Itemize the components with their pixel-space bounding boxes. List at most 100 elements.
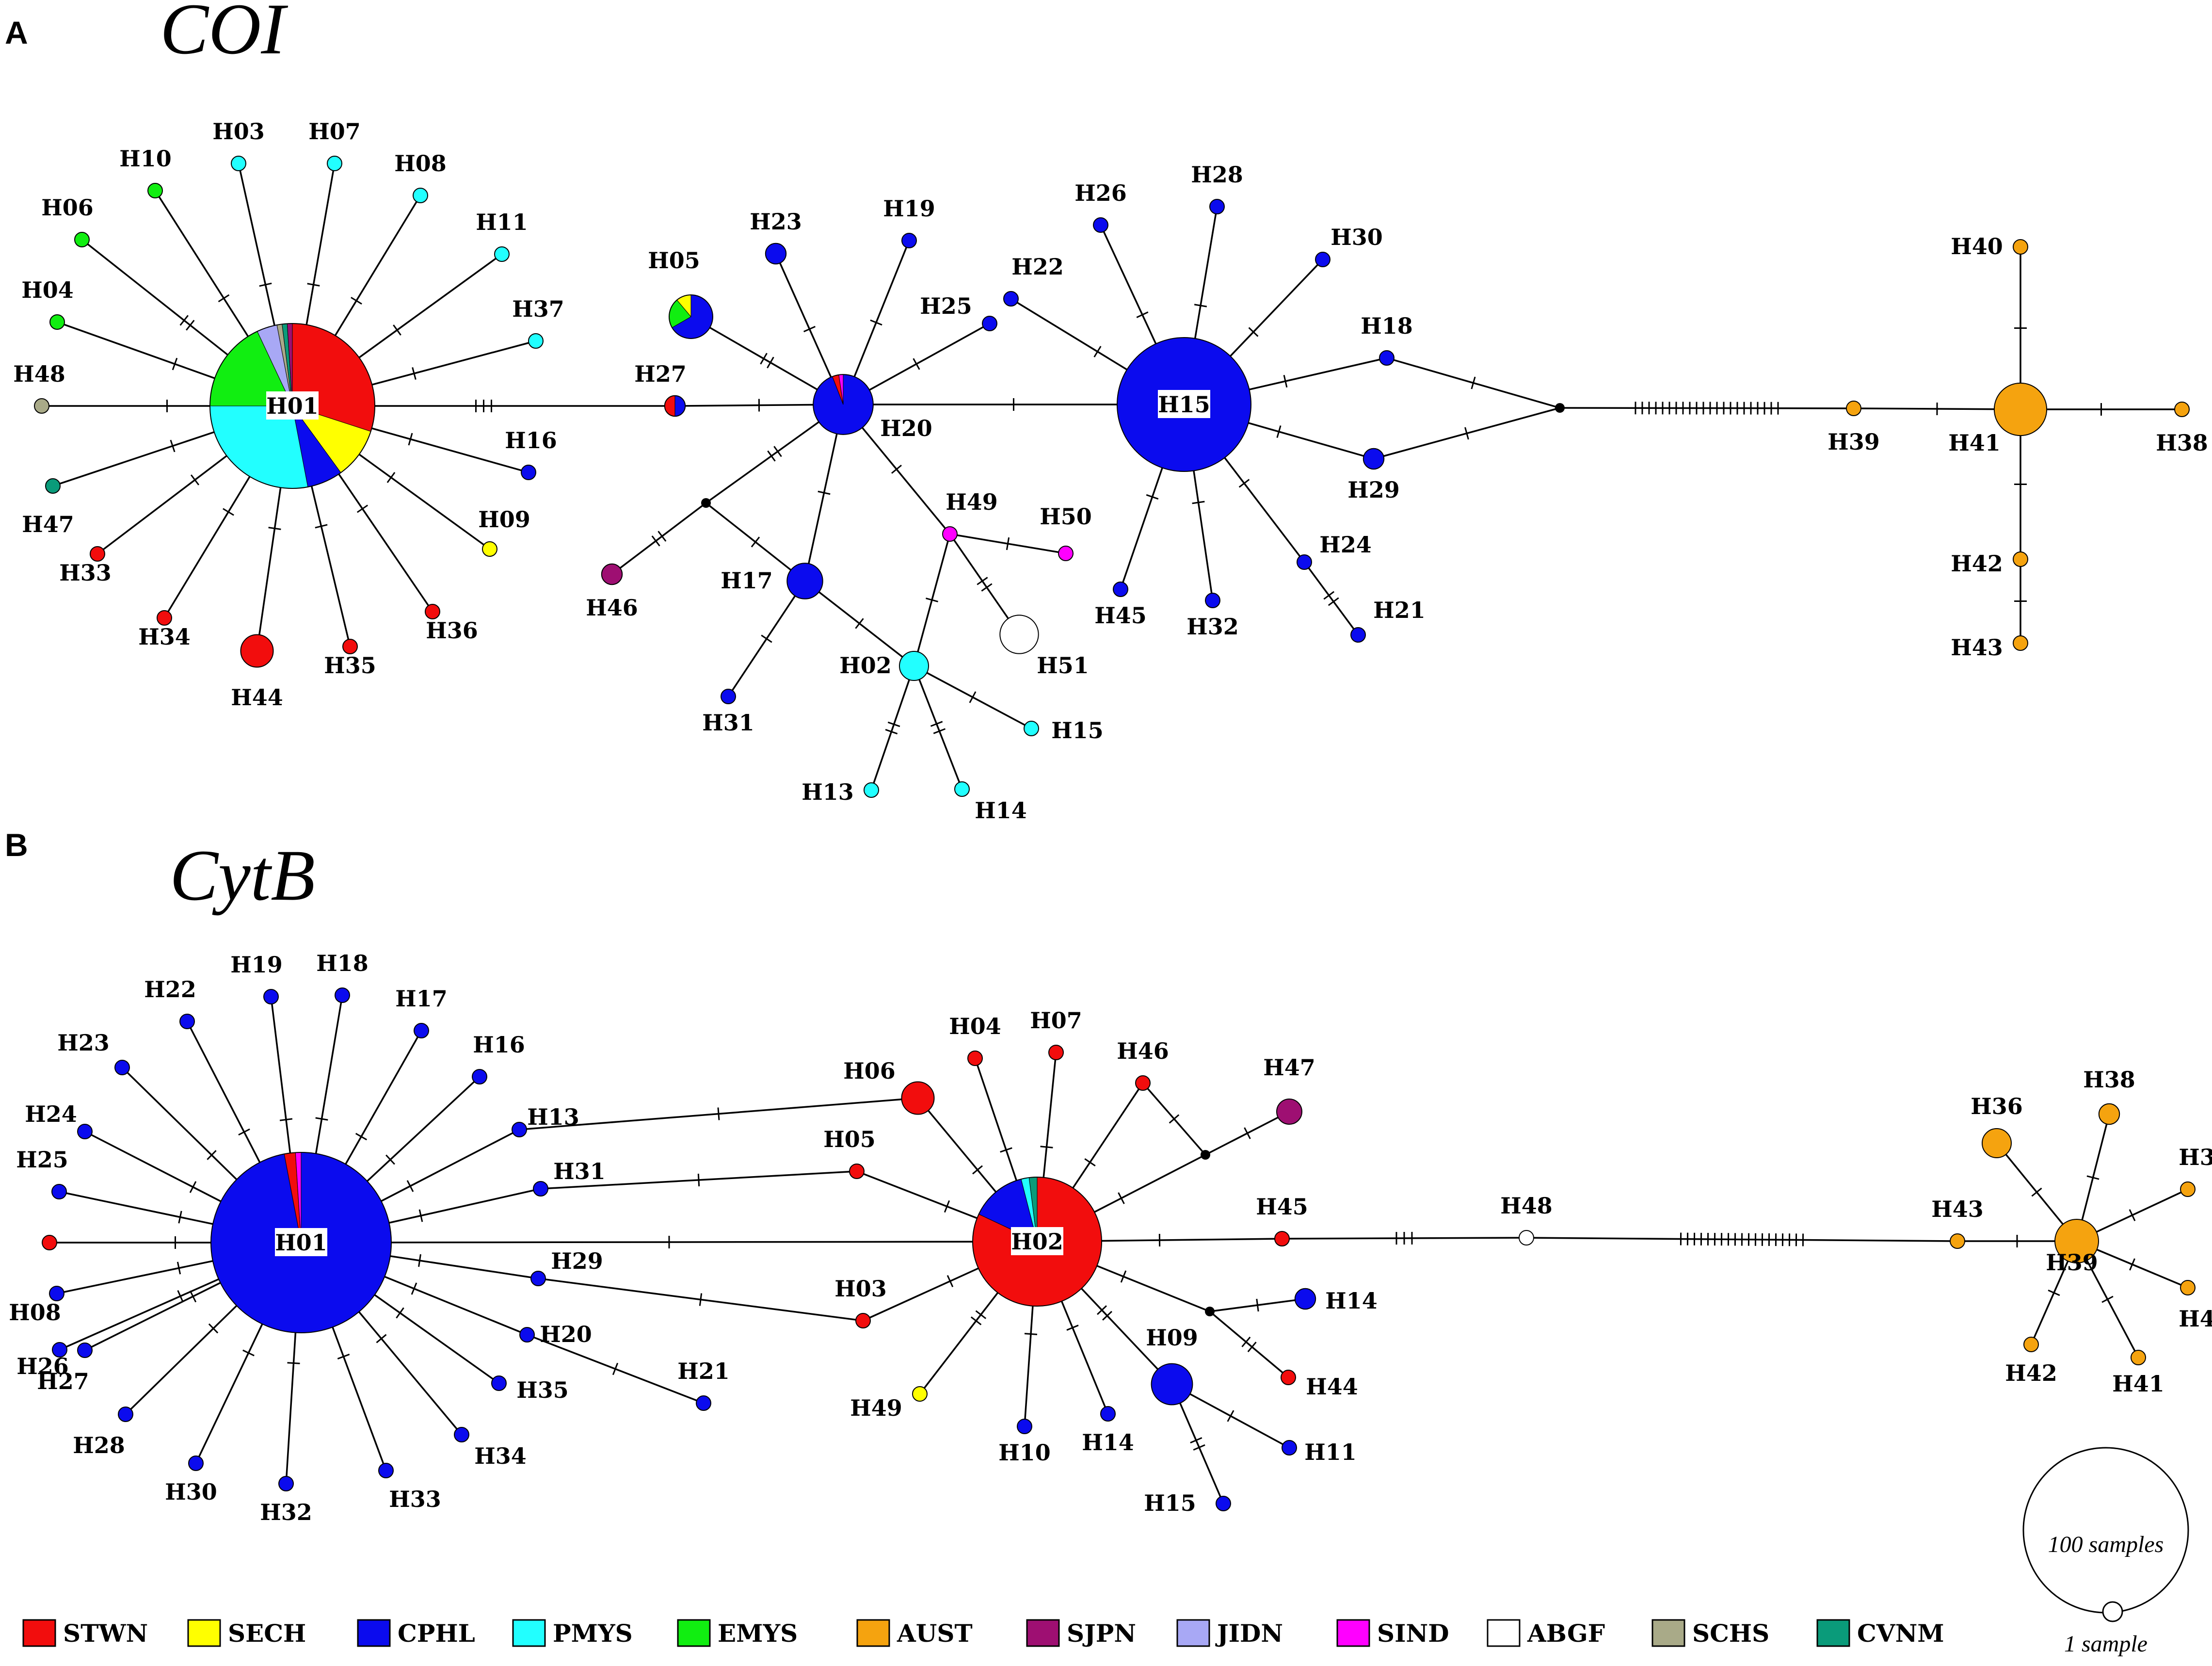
node-label: H06 xyxy=(41,194,93,221)
haplotype-h19 xyxy=(901,233,917,248)
haplotype-h20 xyxy=(519,1327,535,1343)
edge-mA1-H17 xyxy=(705,502,806,582)
node-circle xyxy=(982,316,997,331)
haplotype-h39 xyxy=(1846,401,1861,416)
node-circle xyxy=(1519,1230,1534,1245)
mutation-tick xyxy=(189,1290,197,1303)
node-circle xyxy=(1362,448,1385,470)
legend-swatch xyxy=(187,1619,221,1647)
node-label: H17 xyxy=(721,567,772,594)
node-circle xyxy=(1135,1075,1151,1091)
node-circle xyxy=(114,1060,130,1075)
pie-slice-stwn xyxy=(664,395,675,417)
mutation-tick xyxy=(930,721,943,727)
node-circle xyxy=(118,1407,133,1422)
node-label: H32 xyxy=(1186,614,1238,640)
node-label: H35 xyxy=(516,1377,568,1403)
node-circle xyxy=(1282,1440,1297,1456)
mutation-tick xyxy=(177,1290,184,1302)
mutation-tick xyxy=(1276,425,1282,438)
haplotype-median xyxy=(42,1235,57,1250)
edge-H02-H14 xyxy=(913,665,963,790)
mutation-tick xyxy=(259,282,272,287)
mutation-tick xyxy=(385,1154,395,1165)
legend-item-abgf: ABGF xyxy=(1487,1619,1605,1648)
node-label: H30 xyxy=(1330,224,1382,250)
mutation-tick xyxy=(1248,327,1259,337)
node-circle xyxy=(188,1456,204,1471)
node-circle xyxy=(1982,1128,2012,1158)
mutation-tick xyxy=(1256,1298,1259,1312)
edge-H46-mB1 xyxy=(1142,1082,1206,1156)
legend-label: EMYS xyxy=(718,1619,798,1648)
mutation-tick xyxy=(767,356,774,369)
node-label: H49 xyxy=(946,489,997,515)
node-label: H33 xyxy=(59,560,111,586)
legend-item-sech: SECH xyxy=(187,1619,306,1648)
edge-H02-H15b xyxy=(914,665,1032,729)
mutation-tick xyxy=(1190,1437,1202,1444)
pie-outline xyxy=(669,294,713,339)
mutation-tick xyxy=(223,508,234,516)
node-label: H48 xyxy=(13,361,65,387)
node-label: H38 xyxy=(2156,430,2208,456)
node-circle xyxy=(1294,1288,1316,1310)
edge-mB2-H44 xyxy=(1209,1310,1289,1378)
mutation-tick xyxy=(1471,376,1476,389)
haplotype-h14 xyxy=(1294,1288,1316,1310)
mutation-tick xyxy=(170,439,176,453)
mutation-tick xyxy=(355,1132,368,1141)
haplotype-h16 xyxy=(472,1069,487,1084)
mutation-tick xyxy=(386,472,396,483)
mutation-tick xyxy=(969,691,977,703)
mutation-tick xyxy=(393,324,401,336)
legend-swatch xyxy=(677,1619,711,1647)
node-label: H27 xyxy=(634,361,686,387)
node-circle xyxy=(494,246,510,262)
node-label: H23 xyxy=(750,209,801,235)
mutation-tick xyxy=(218,294,230,303)
haplotype-h24 xyxy=(77,1124,93,1139)
haplotype-h23 xyxy=(114,1060,130,1075)
legend-swatch xyxy=(1651,1619,1685,1647)
haplotype-h49 xyxy=(912,1386,928,1402)
haplotype-h36 xyxy=(425,604,440,619)
mutation-tick xyxy=(870,319,882,326)
node-circle xyxy=(2013,635,2028,651)
node-label: H01 xyxy=(266,393,318,419)
mutation-tick xyxy=(1093,346,1102,357)
node-label: H14 xyxy=(975,797,1026,824)
mutation-tick xyxy=(699,1293,703,1306)
node-label: H40 xyxy=(1951,233,2003,259)
legend-swatch xyxy=(512,1619,546,1647)
node-label: H20 xyxy=(880,415,932,441)
mutation-tick xyxy=(760,353,768,365)
median-vector xyxy=(1555,403,1565,413)
node-circle xyxy=(696,1395,711,1411)
edge-H17-H02 xyxy=(804,580,915,667)
haplotype-h22 xyxy=(179,1014,195,1029)
node-label: H13 xyxy=(801,779,853,805)
node-label: H45 xyxy=(1094,602,1146,629)
node-circle xyxy=(263,989,279,1004)
edge-mB1-H47 xyxy=(1205,1111,1290,1156)
haplotype-h37 xyxy=(528,333,544,349)
mutation-tick xyxy=(172,357,178,371)
node-circle xyxy=(519,1327,535,1343)
median-vector xyxy=(701,498,711,508)
mutation-tick xyxy=(376,1334,387,1343)
node-circle xyxy=(1113,582,1128,597)
haplotype-h45 xyxy=(1113,582,1128,597)
legend-swatch xyxy=(856,1619,890,1647)
node-label: H18 xyxy=(316,950,368,976)
edge-line xyxy=(611,502,707,575)
mutation-tick xyxy=(2129,1258,2135,1271)
node-label: H47 xyxy=(1263,1054,1315,1081)
node-circle xyxy=(528,333,544,349)
pie-outline xyxy=(813,374,874,435)
node-label: H36 xyxy=(426,617,478,644)
node-circle xyxy=(2180,1181,2196,1197)
haplotype-h14 xyxy=(1100,1406,1116,1422)
node-label: H48 xyxy=(1500,1193,1552,1219)
edge-H02-H13 xyxy=(870,665,915,791)
